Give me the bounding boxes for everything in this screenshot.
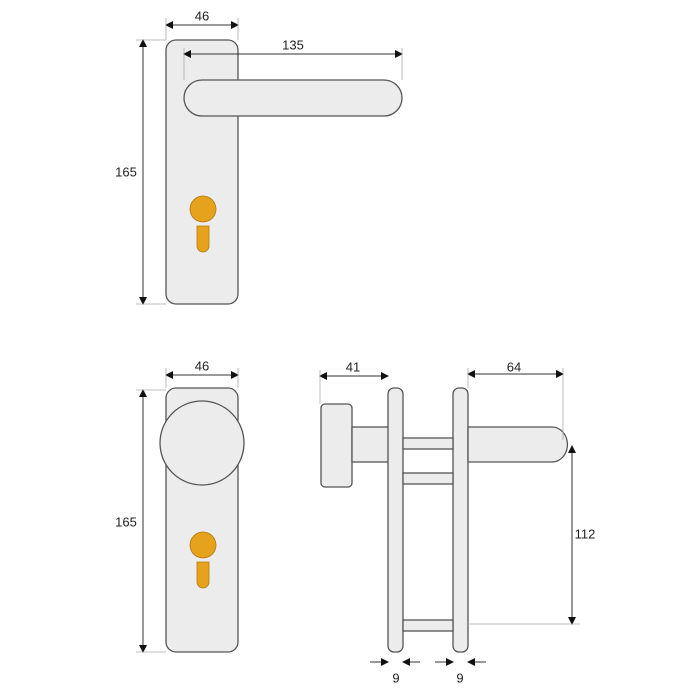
lever-width-label: 46 (194, 8, 210, 24)
lever-projection-label: 64 (506, 359, 522, 375)
keyhole-icon-2 (189, 531, 217, 589)
keyhole-icon (189, 195, 217, 253)
lever-height-label: 165 (115, 164, 137, 180)
plate-thickness-left-label: 9 (392, 670, 400, 686)
knob-width-label: 46 (194, 358, 210, 374)
knob-projection-label: 41 (345, 359, 361, 375)
lever-length-label: 135 (282, 37, 304, 53)
side-view (319, 368, 580, 666)
lever-to-bottom-label: 112 (574, 526, 596, 542)
knob-height-label: 165 (115, 514, 137, 530)
plate-thickness-right-label: 9 (456, 670, 464, 686)
knob-plate-view (136, 368, 245, 653)
lever-plate-view (136, 18, 403, 305)
